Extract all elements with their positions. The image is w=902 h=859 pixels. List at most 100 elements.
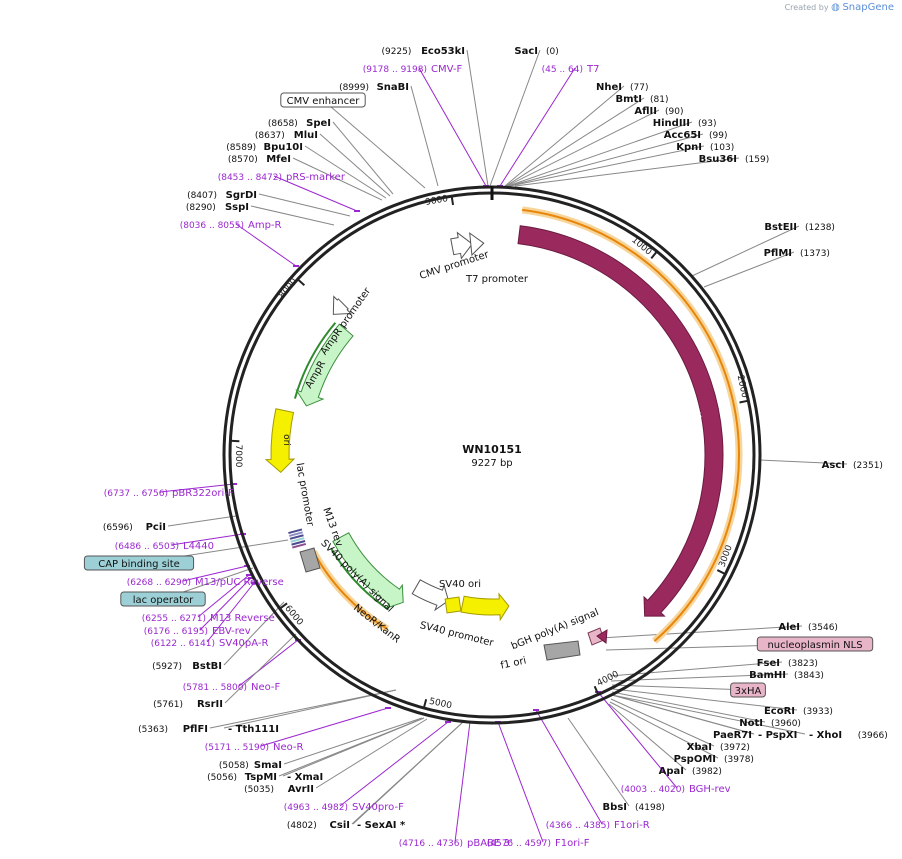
xhoi-position: (3966) bbox=[858, 731, 888, 741]
tick-mark-5000 bbox=[422, 699, 428, 709]
neor-label: NeoR/KanR bbox=[351, 602, 402, 645]
bamhi-name: BamHI bbox=[749, 670, 786, 681]
leader-asci bbox=[759, 459, 848, 465]
bstbi-name: BstBI bbox=[192, 661, 222, 672]
mlui-position: (8637) bbox=[255, 131, 285, 141]
sgrdi-position: (8407) bbox=[187, 191, 217, 201]
bbsi-position: (4198) bbox=[635, 803, 665, 813]
csii-name: CsiI bbox=[330, 820, 350, 831]
aflii-position: (90) bbox=[665, 107, 683, 117]
leader-pbabe-3 bbox=[454, 721, 471, 843]
site-lac-operator: lac operator bbox=[120, 591, 206, 607]
site-tth111i: - Tth111I bbox=[228, 724, 279, 735]
bsteii-position: (1238) bbox=[805, 223, 835, 233]
site-eco53ki: Eco53kI(9225) bbox=[381, 46, 465, 57]
leader-rsrii bbox=[224, 633, 297, 704]
site-amp-r: Amp-R(8036 .. 8055) bbox=[180, 220, 282, 231]
leader-bgh-rev bbox=[597, 691, 678, 789]
leader-amp-r bbox=[235, 223, 297, 267]
ecori-name: EcoRI bbox=[764, 706, 795, 717]
lac-region-bar-4 bbox=[291, 540, 306, 546]
mfei-position: (8570) bbox=[228, 155, 258, 165]
tspmi-position: (5056) bbox=[207, 773, 237, 783]
site-ecori: EcoRI(3933) bbox=[764, 706, 833, 717]
amp-r-name: Amp-R bbox=[248, 220, 282, 231]
sv40pa-r-name: SV40pA-R bbox=[219, 638, 268, 649]
hindiii-position: (93) bbox=[698, 119, 716, 129]
site-bsu36i: Bsu36I(159) bbox=[699, 154, 770, 165]
site-sgrdi: SgrDI (8407) bbox=[187, 190, 257, 201]
site-pcii: PciI(6596) bbox=[103, 522, 166, 533]
prs-marker-name: pRS-marker bbox=[286, 172, 346, 183]
eco53ki-name: Eco53kI bbox=[421, 46, 465, 57]
pbr322ori-f-name: pBR322ori-F bbox=[172, 488, 234, 499]
leader-nhei bbox=[504, 85, 625, 187]
cmv-enhancer-box bbox=[280, 92, 366, 108]
leader-smai bbox=[283, 717, 423, 765]
leader-acc65i bbox=[508, 133, 704, 187]
tick-mark-9000 bbox=[450, 195, 455, 206]
bmti-name: BmtI bbox=[615, 94, 642, 105]
site-xbai: XbaI(3972) bbox=[687, 742, 750, 753]
sgrdi-name: SgrDI bbox=[226, 190, 257, 201]
noti-name: NotI bbox=[739, 718, 763, 729]
leader-mfei bbox=[292, 157, 383, 201]
site-neo-r: Neo-R(5171 .. 5190) bbox=[205, 742, 304, 753]
cap-binding-site-box bbox=[83, 555, 195, 571]
f1ori-f-name: F1ori-F bbox=[555, 838, 590, 849]
site-f1ori-f: F1ori-F(4576 .. 4597) bbox=[487, 838, 590, 849]
site-apai: ApaI(3982) bbox=[659, 766, 722, 777]
site-neo-f: Neo-F(5781 .. 5800) bbox=[183, 682, 281, 693]
pcii-name: PciI bbox=[146, 522, 166, 533]
site-rsrii: RsrII(5761) bbox=[153, 699, 223, 710]
nhei-position: (77) bbox=[630, 83, 648, 93]
credit-brand: SnapGene bbox=[842, 2, 894, 13]
t7-promoter-label: T7 promoter bbox=[465, 274, 529, 285]
t7-position: (45 .. 64) bbox=[542, 65, 583, 75]
noti-position: (3960) bbox=[771, 719, 801, 729]
site-cmv-f: CMV-F(9178 .. 9198) bbox=[363, 64, 463, 75]
bbsi-name: BbsI bbox=[603, 802, 627, 813]
mlui-name: MluI bbox=[294, 130, 318, 141]
bpu10i-name: Bpu10I bbox=[263, 142, 303, 153]
site-csii: CsiI(4802) bbox=[287, 820, 350, 831]
pspomi-name: PspOMI bbox=[674, 754, 716, 765]
leader-neo-r bbox=[260, 707, 389, 747]
aflii-name: AflII bbox=[634, 106, 657, 117]
plasmid-size: 9227 bp bbox=[471, 458, 512, 469]
tth111i-name: - Tth111I bbox=[228, 724, 279, 735]
site-3xha: 3xHA bbox=[730, 682, 766, 698]
site-smai: SmaI(5058) bbox=[219, 760, 282, 771]
site-sv40pro-f: SV40pro-F(4963 .. 4982) bbox=[284, 802, 404, 813]
neo-f-position: (5781 .. 5800) bbox=[183, 683, 247, 693]
site-pspomi: PspOMI(3978) bbox=[674, 754, 754, 765]
cmv-enhancer-name: CMV enhancer bbox=[287, 96, 361, 107]
lac-region-bar-1 bbox=[288, 531, 303, 537]
sexai-name: - SexAI * bbox=[357, 820, 406, 831]
lbcpf1-orf-line bbox=[522, 208, 740, 642]
f1ori-r-name: F1ori-R bbox=[614, 820, 650, 831]
site-pbabe-3: pBABE 3'(4716 .. 4736) bbox=[399, 838, 513, 849]
cmv-f-name: CMV-F bbox=[431, 64, 462, 75]
m13-puc-reverse-position: (6268 .. 6290) bbox=[127, 578, 191, 588]
site-xmai: - XmaI bbox=[287, 772, 323, 783]
pflfi-position: (5363) bbox=[138, 725, 168, 735]
smai-name: SmaI bbox=[254, 760, 282, 771]
apai-position: (3982) bbox=[692, 767, 722, 777]
site-saci: SacI(0) bbox=[514, 46, 558, 57]
site-bpu10i: Bpu10I(8589) bbox=[226, 142, 303, 153]
leader-m13-reverse bbox=[197, 574, 250, 618]
pflmi-name: PflMI bbox=[764, 248, 792, 259]
leader-neo-f bbox=[238, 639, 299, 687]
sv40-promoter-feature bbox=[411, 579, 450, 612]
xbai-position: (3972) bbox=[720, 743, 750, 753]
site-pflmi: PflMI(1373) bbox=[764, 248, 830, 259]
site-bsteii: BstEII(1238) bbox=[764, 222, 835, 233]
acc65i-position: (99) bbox=[709, 131, 727, 141]
leader-bmti bbox=[505, 97, 645, 187]
leader-pspxi bbox=[611, 694, 755, 735]
rsrii-name: RsrII bbox=[197, 699, 223, 710]
site-xhoi: - XhoI(3966) bbox=[809, 730, 888, 741]
leader-cmv-f bbox=[418, 67, 487, 187]
